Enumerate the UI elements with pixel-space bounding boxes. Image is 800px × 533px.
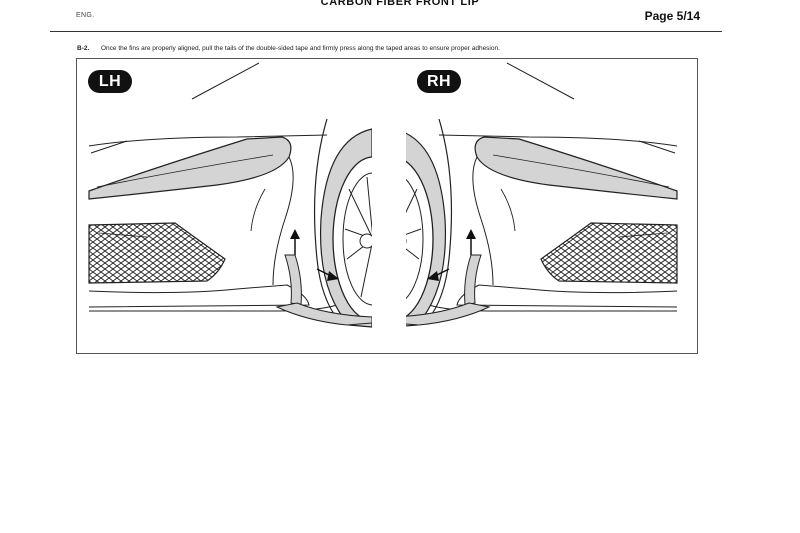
header-title: CARBON FIBER FRONT LIP bbox=[320, 0, 480, 8]
step-number: B-2. bbox=[77, 45, 90, 52]
rh-panel bbox=[406, 62, 678, 327]
header-language: ENG. bbox=[76, 12, 95, 19]
step-text: Once the fins are properly aligned, pull… bbox=[101, 45, 500, 52]
figure-illustration bbox=[88, 62, 678, 328]
header-divider bbox=[50, 31, 722, 32]
installation-figure: LH RH bbox=[76, 58, 698, 354]
lh-label-badge: LH bbox=[88, 70, 132, 93]
rh-label-badge: RH bbox=[417, 70, 461, 93]
step-instruction: B-2. Once the fins are properly aligned, … bbox=[77, 45, 500, 52]
page-number: Page 5/14 bbox=[644, 9, 700, 23]
lh-panel bbox=[88, 62, 372, 328]
